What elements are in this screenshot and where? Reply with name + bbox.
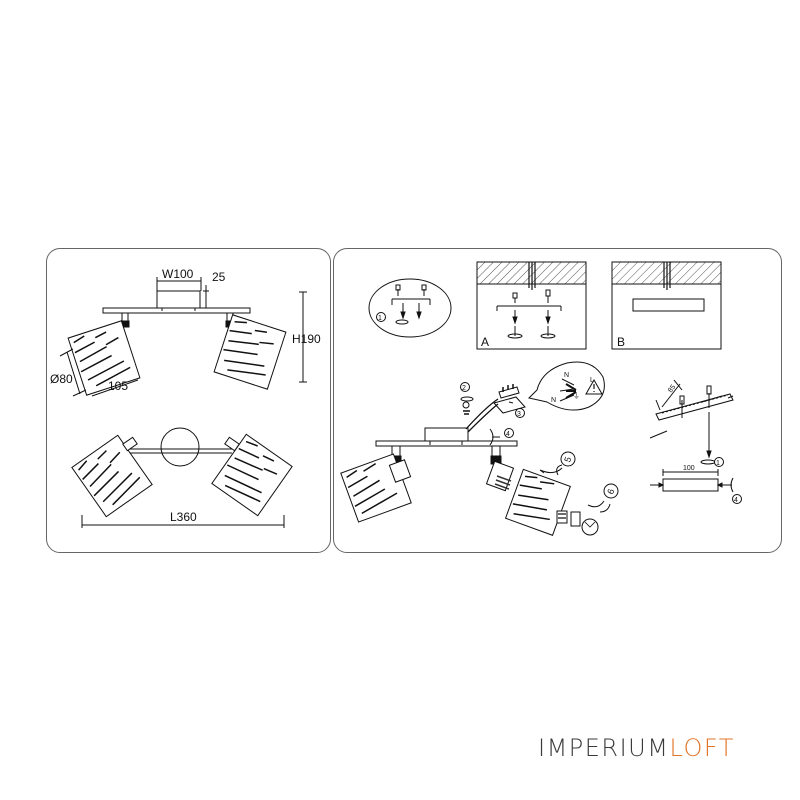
brand-part2: LOFT bbox=[669, 734, 735, 762]
ground-symbol: ⏚ bbox=[573, 392, 580, 400]
canopy bbox=[156, 290, 201, 309]
wire-neutral-label-2: N bbox=[551, 397, 556, 404]
box-b bbox=[611, 261, 722, 350]
top-view bbox=[71, 427, 293, 528]
step3-marker: 3 bbox=[517, 411, 521, 418]
drill-offset-label: 85 bbox=[667, 384, 677, 395]
step4-marker: 4 bbox=[506, 431, 510, 438]
box-a bbox=[476, 261, 587, 350]
depth-label: 25 bbox=[212, 270, 226, 284]
bracket-step4-marker: 4 bbox=[734, 497, 738, 504]
height-label: H190 bbox=[292, 332, 321, 346]
step1-marker: 1 bbox=[378, 315, 382, 322]
dimensions-panel bbox=[46, 248, 331, 553]
length-label: L360 bbox=[170, 510, 197, 524]
diameter-label: Ø80 bbox=[50, 372, 73, 386]
bracket-length-label: 100 bbox=[683, 465, 695, 472]
width-label: W100 bbox=[162, 267, 194, 281]
bar bbox=[102, 307, 251, 314]
side-view bbox=[59, 277, 307, 397]
brand-part1: IMPERIUM bbox=[538, 734, 670, 762]
step6-marker: 6 bbox=[605, 487, 616, 495]
brand-logo: IMPERIUMLOFT bbox=[538, 734, 735, 762]
bracket-step1-marker: 1 bbox=[716, 460, 720, 467]
step1-detail bbox=[368, 278, 452, 338]
step5-marker: 5 bbox=[562, 455, 573, 463]
box-a-label: A bbox=[481, 335, 489, 349]
assembly-view bbox=[340, 361, 611, 536]
wire-live-label: L bbox=[590, 377, 594, 384]
shade-length-label: 105 bbox=[108, 379, 128, 393]
step2-marker: 2 bbox=[462, 385, 466, 392]
box-b-label: B bbox=[617, 335, 625, 349]
wire-neutral-label: N bbox=[564, 372, 569, 379]
bracket-detail bbox=[649, 379, 734, 493]
